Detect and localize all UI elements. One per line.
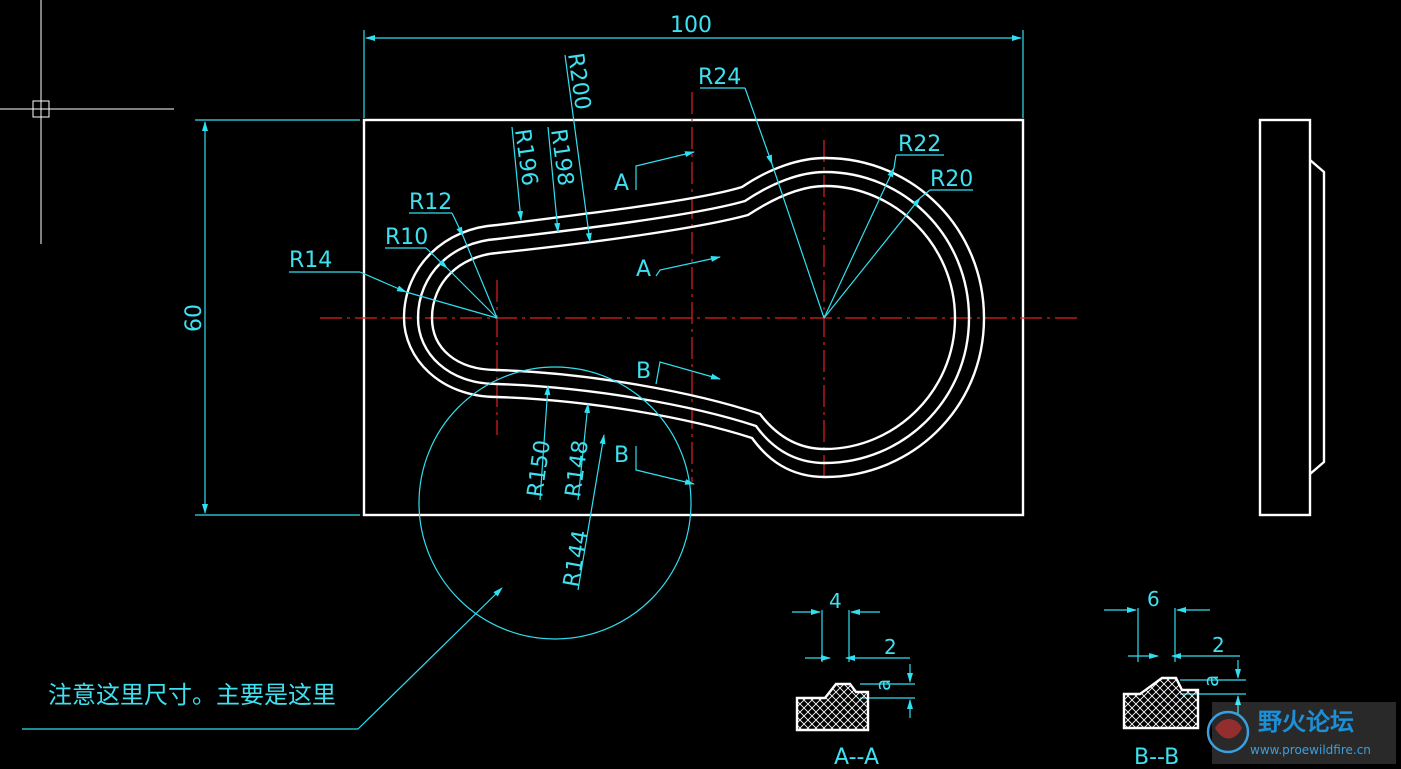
section-view-a[interactable]: 4 2 a A--A: [792, 589, 915, 769]
width-value: 100: [670, 13, 712, 38]
forum-watermark: 野火论坛 www.proewildfire.cn: [1206, 702, 1396, 764]
radius-label-r148: R148: [561, 439, 594, 499]
watermark-url: www.proewildfire.cn: [1250, 743, 1371, 757]
groove-inner-contour[interactable]: [430, 184, 957, 451]
flame-logo-icon: [1206, 710, 1250, 754]
radius-label-r200: R200: [562, 51, 595, 111]
radius-label-r150: R150: [523, 439, 556, 499]
section-letter-b-upper: B: [636, 359, 651, 384]
radius-label-r196: R196: [509, 127, 542, 187]
radius-r24[interactable]: R24: [698, 65, 825, 319]
radius-r150[interactable]: R150: [523, 385, 556, 501]
radius-r148[interactable]: R148: [561, 403, 594, 501]
radius-label-r12: R12: [409, 190, 452, 215]
radius-label-r24: R24: [698, 65, 741, 90]
radius-r14[interactable]: R14: [289, 248, 498, 319]
radius-label-r20: R20: [930, 167, 973, 192]
groove-outer-contour[interactable]: [402, 156, 986, 479]
radius-r22[interactable]: R22: [823, 132, 944, 319]
section-b-label: B--B: [1134, 745, 1179, 769]
section-marker-b-upper[interactable]: B: [636, 359, 721, 385]
section-a-label: A--A: [834, 745, 879, 769]
section-b-depth-symbol: a: [1199, 675, 1223, 687]
side-view[interactable]: [1258, 118, 1326, 517]
radius-label-r14: R14: [289, 248, 332, 273]
note-callout[interactable]: 注意这里尺寸。主要是这里: [22, 587, 503, 730]
section-letter-b-lower: B: [614, 443, 629, 468]
radius-r20[interactable]: R20: [823, 167, 973, 319]
radius-label-r10: R10: [385, 225, 428, 250]
radius-label-r198: R198: [545, 127, 578, 187]
section-a-depth-symbol: a: [871, 679, 895, 691]
section-marker-b-lower[interactable]: B: [614, 443, 695, 485]
radius-r12[interactable]: R12: [409, 190, 498, 319]
groove-profile[interactable]: [402, 156, 986, 479]
radius-r10[interactable]: R10: [385, 225, 498, 319]
height-dimension[interactable]: 60: [182, 119, 360, 516]
radius-label-r144: R144: [559, 528, 594, 589]
radius-label-r22: R22: [898, 132, 941, 157]
groove-middle-contour[interactable]: [416, 170, 971, 465]
width-dimension[interactable]: 100: [363, 13, 1024, 118]
note-text: 注意这里尺寸。主要是这里: [48, 681, 336, 709]
section-letter-a-lower: A: [636, 257, 651, 282]
highlight-circle[interactable]: [418, 366, 692, 640]
section-b-depth-value: 2: [1212, 633, 1225, 657]
height-value: 60: [182, 304, 207, 332]
section-letter-a-upper: A: [614, 171, 629, 196]
section-b-width-value: 6: [1147, 587, 1160, 611]
section-a-width-value: 4: [829, 589, 842, 613]
crosshair-cursor-icon: [0, 0, 174, 244]
section-a-depth-value: 2: [884, 635, 897, 659]
section-marker-a-lower[interactable]: A: [636, 255, 721, 282]
radius-r196[interactable]: R196: [509, 126, 542, 221]
section-marker-a-upper[interactable]: A: [614, 151, 695, 196]
watermark-title: 野火论坛: [1258, 708, 1354, 736]
section-view-b[interactable]: 6 2 a B--B: [1104, 587, 1246, 769]
